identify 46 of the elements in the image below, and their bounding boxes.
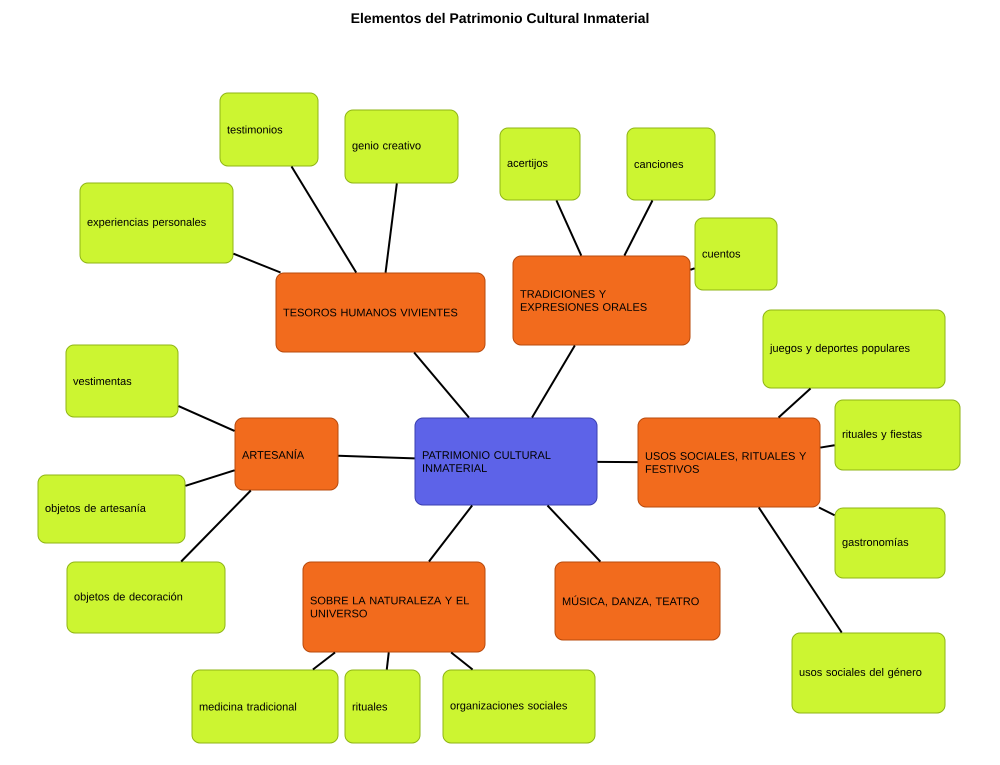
category-box: MÚSICA, DANZA, TEATRO xyxy=(554,562,721,640)
category-box: TESOROS HUMANOS VIVIENTES xyxy=(276,272,486,352)
leaf-box: usos sociales del género xyxy=(792,632,946,714)
leaf-box: rituales xyxy=(344,670,420,744)
connector-line xyxy=(180,490,252,562)
category-box: USOS SOCIALES, RITUALES Y FESTIVOS xyxy=(638,418,820,508)
connector-line xyxy=(690,267,695,271)
category-box: TRADICIONES Y EXPRESIONES ORALES xyxy=(512,256,690,346)
connector-line xyxy=(178,405,235,432)
connector-line xyxy=(598,460,638,464)
connector-line xyxy=(428,504,473,562)
connector-line xyxy=(556,200,582,256)
connector-line xyxy=(386,652,390,670)
leaf-box: genio creativo xyxy=(344,110,458,184)
leaf-box: rituales y fiestas xyxy=(834,400,961,470)
connector-line xyxy=(185,469,235,487)
connector-line xyxy=(413,352,470,418)
connector-line xyxy=(758,506,843,634)
leaf-box: canciones xyxy=(626,128,716,200)
connector-line xyxy=(531,345,576,418)
connector-line xyxy=(312,652,336,670)
category-box: ARTESANÍA xyxy=(234,418,338,490)
connector-line xyxy=(546,504,602,562)
connector-line xyxy=(818,506,835,516)
connector-line xyxy=(290,166,358,274)
title: Elementos del Patrimonio Cultural Inmaterial xyxy=(352,12,648,24)
connector-line xyxy=(338,454,415,460)
connector-line xyxy=(624,200,654,256)
leaf-box: testimonios xyxy=(220,92,318,166)
connector-line xyxy=(820,444,835,449)
connector-line xyxy=(384,183,398,273)
leaf-box: juegos y deportes populares xyxy=(762,310,946,388)
connector-line xyxy=(450,652,474,670)
leaf-box: medicina tradicional xyxy=(192,670,338,744)
category-box: SOBRE LA NATURALEZA Y EL UNIVERSO xyxy=(302,562,486,652)
central-topic-box: PATRIMONIO CULTURAL INMATERIAL xyxy=(414,418,598,506)
leaf-box: acertijos xyxy=(500,128,580,200)
leaf-box: objetos de artesanía xyxy=(38,474,186,544)
leaf-box: objetos de decoración xyxy=(66,562,226,634)
connector-line xyxy=(233,252,281,274)
leaf-box: vestimentas xyxy=(66,344,178,418)
leaf-box: experiencias personales xyxy=(80,182,234,264)
connector-line xyxy=(778,388,812,418)
leaf-box: gastronomías xyxy=(834,508,946,578)
leaf-box: organizaciones sociales xyxy=(442,670,596,744)
leaf-box: cuentos xyxy=(694,218,778,290)
